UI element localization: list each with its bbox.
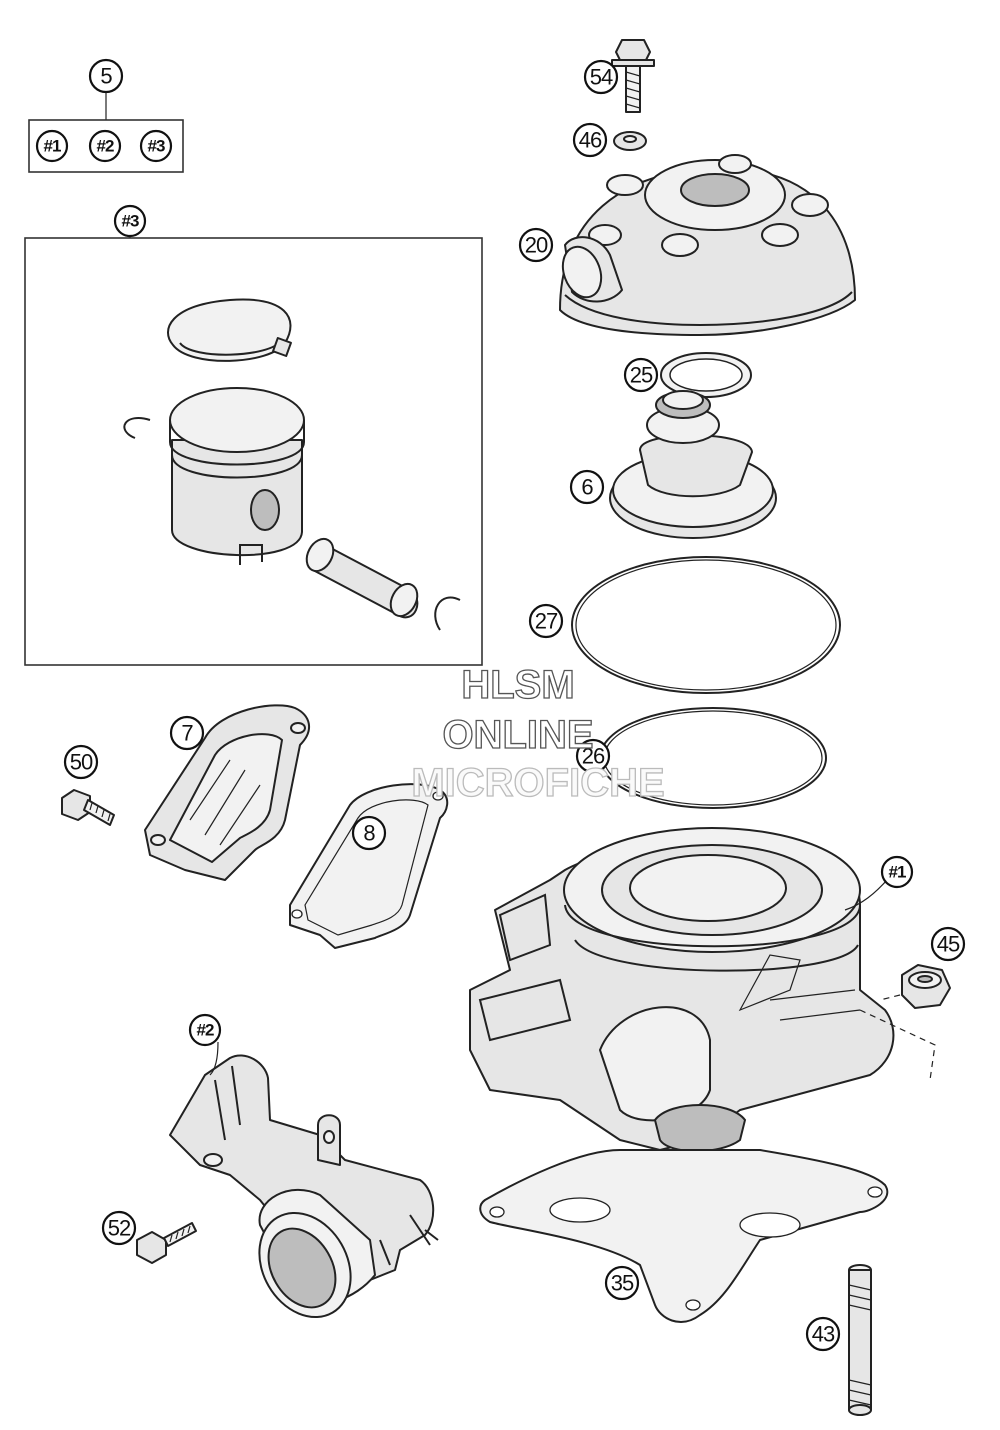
piston-kit-box [24, 237, 483, 666]
callout-piston-kit-3: #3 [113, 204, 147, 238]
svg-text:35: 35 [611, 1271, 634, 1296]
svg-text:#3: #3 [122, 212, 139, 231]
piston-pin [305, 537, 419, 619]
watermark-line-3: MICROFICHE [411, 761, 664, 805]
svg-text:45: 45 [937, 932, 960, 957]
callout-20: 20 [518, 227, 554, 263]
callout-43: 43 [805, 1316, 841, 1352]
svg-text:52: 52 [108, 1216, 131, 1241]
piston-circlip-right [434, 596, 461, 631]
reed-gasket-8 [289, 783, 449, 949]
watermark: HLSM ONLINE MICROFICHE [411, 662, 666, 805]
svg-text:5: 5 [100, 64, 112, 89]
callout-26: 26 [575, 738, 611, 774]
reed-valve-7 [144, 704, 310, 881]
kit-5-group [24, 92, 483, 666]
callout-kit-2: #2 [88, 129, 122, 163]
svg-text:#2: #2 [197, 1021, 214, 1040]
callout-35: 35 [604, 1265, 640, 1301]
intake-manifold-2 [169, 1054, 439, 1319]
watermark-line-2: ONLINE [442, 713, 593, 757]
nut-45 [859, 964, 951, 1081]
svg-text:#3: #3 [148, 137, 165, 156]
callout-7: 7 [169, 715, 205, 751]
svg-text:54: 54 [590, 65, 613, 90]
callout-cylinder-1: #1 [880, 855, 914, 889]
callout-kit-3: #3 [139, 129, 173, 163]
callout-52: 52 [101, 1210, 137, 1246]
callout-6: 6 [569, 469, 605, 505]
callout-54: 54 [583, 59, 619, 95]
callout-25: 25 [623, 357, 659, 393]
svg-text:27: 27 [535, 609, 558, 634]
base-gasket-35 [479, 1149, 889, 1323]
svg-text:#1: #1 [44, 137, 61, 156]
piston [169, 387, 305, 565]
bolt-52 [136, 1222, 197, 1264]
svg-text:20: 20 [525, 233, 548, 258]
callout-manifold-2: #2 [188, 1013, 222, 1047]
svg-text:#2: #2 [97, 137, 114, 156]
watermark-line-1: HLSM [461, 663, 574, 707]
piston-circlip-left [123, 417, 151, 439]
callout-46: 46 [572, 122, 608, 158]
svg-text:26: 26 [582, 744, 605, 769]
callout-50: 50 [63, 744, 99, 780]
piston-ring [167, 298, 292, 362]
svg-text:50: 50 [70, 750, 93, 775]
callout-27: 27 [528, 603, 564, 639]
svg-text:#1: #1 [889, 863, 906, 882]
svg-text:43: 43 [812, 1322, 835, 1347]
head-bolt-54 [611, 39, 655, 113]
svg-text:8: 8 [363, 821, 375, 846]
cylinder-1 [469, 827, 895, 1153]
callout-8: 8 [351, 815, 387, 851]
kit-5-box [28, 119, 184, 173]
callout-5: 5 [88, 58, 124, 94]
callout-45: 45 [930, 926, 966, 962]
combustion-insert-6 [609, 390, 777, 539]
svg-text:7: 7 [181, 721, 193, 746]
svg-text:25: 25 [630, 363, 653, 388]
o-ring-27 [571, 556, 841, 694]
stud-43 [848, 1264, 872, 1416]
svg-text:46: 46 [579, 128, 602, 153]
o-ring-25 [660, 352, 752, 398]
callout-kit-1: #1 [35, 129, 69, 163]
bolt-50 [61, 789, 115, 826]
cylinder-head-20 [559, 154, 856, 336]
washer-46 [613, 131, 647, 151]
svg-text:6: 6 [581, 475, 593, 500]
